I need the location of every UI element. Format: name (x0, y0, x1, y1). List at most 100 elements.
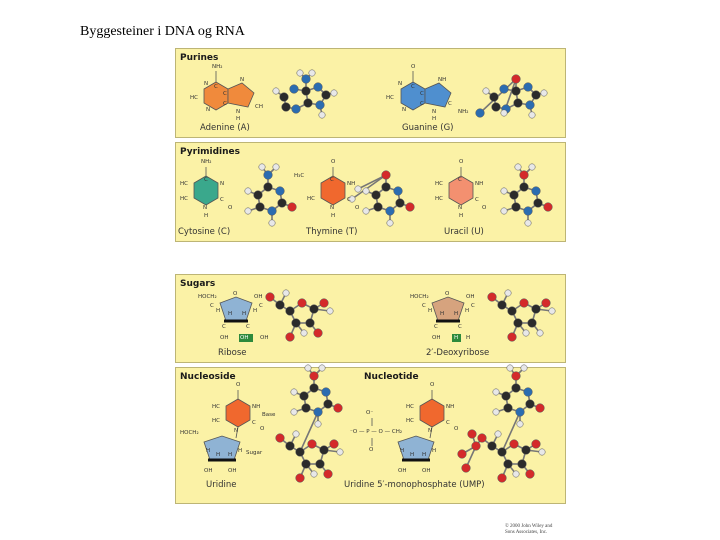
thymine-atom-4: N (330, 205, 335, 211)
atom-ball (336, 448, 344, 456)
atom-ball (525, 399, 535, 409)
atom-ball (313, 82, 323, 92)
atom-ball (512, 470, 520, 478)
ribose-group: HOCH₂ (198, 294, 217, 300)
uridine-atom-8: H (206, 448, 211, 454)
atom-ball (523, 206, 533, 216)
atom-ball (492, 408, 500, 416)
thymine-label: Thymine (T) (306, 227, 358, 237)
thymine-atom-1: C (330, 177, 334, 183)
ump-atom-15: OH (422, 468, 431, 474)
ribose-ring (219, 296, 253, 322)
guanine-atom-9: NH₂ (458, 109, 469, 115)
uridine-label: Uridine (206, 480, 237, 490)
uracil-atom-7: O (482, 205, 487, 211)
deoxyribose-oh-top: OH (466, 294, 475, 300)
ump-atom-2: O⁻ (366, 410, 374, 416)
atom-ball (467, 429, 477, 439)
atom-ball (503, 459, 513, 469)
atom-ball (297, 298, 307, 308)
atom-ball (295, 473, 305, 483)
atom-ball (303, 98, 313, 108)
ump-atom-10: H (400, 448, 405, 454)
ribose-atom-6: H (228, 311, 233, 317)
ump-atom-5: NH (446, 404, 455, 410)
deoxyribose-atom-3: H (465, 308, 470, 314)
deoxyribose-atom-10: OH (432, 335, 441, 341)
ump-sugar-ring (397, 435, 435, 461)
uridine-base-ring (225, 398, 251, 428)
atom-ball (362, 187, 370, 195)
atom-ball (393, 186, 403, 196)
uridine-atom-11: H (228, 452, 233, 458)
atom-ball (299, 391, 309, 401)
sugars-diagram (219, 289, 556, 342)
adenine-ring-imidazole (227, 82, 255, 108)
adenine-atom-10: H (236, 116, 241, 122)
uracil-top-group: O (459, 159, 464, 165)
uracil-label: Uracil (U) (444, 227, 484, 237)
uridine-sugar-ring (203, 435, 241, 461)
atom-ball (309, 371, 319, 381)
purines-panel: Purines NH₂ N C N HC C C N CH N H Adenin… (175, 48, 566, 138)
adenine-atom-5: C (223, 91, 227, 97)
atom-ball (263, 182, 273, 192)
ump-atom-4: HC (406, 404, 414, 410)
uracil-ball-model (500, 163, 553, 227)
atom-ball (268, 219, 276, 227)
guanine-ball-model (475, 74, 548, 119)
uracil-atom-8: H (459, 213, 464, 219)
uracil-atom-2: NH (475, 181, 484, 187)
atom-ball (289, 84, 299, 94)
adenine-atom-4: HC (190, 95, 198, 101)
atom-ball (301, 459, 311, 469)
thymine-methyl: H₃C (294, 173, 305, 179)
atom-ball (275, 186, 285, 196)
uridine-atom-3: NH (252, 404, 261, 410)
adenine-label: Adenine (A) (200, 123, 250, 133)
atom-ball (507, 306, 517, 316)
ribose-ball-model (265, 289, 334, 342)
adenine-atom-1: N (204, 81, 209, 87)
atom-ball (290, 388, 298, 396)
atom-ball (244, 187, 252, 195)
atom-ball (323, 469, 333, 479)
atom-ball (319, 445, 329, 455)
atom-ball (531, 439, 541, 449)
atom-ball (301, 86, 311, 96)
guanine-atom-11: H (432, 116, 437, 122)
atom-ball (309, 383, 319, 393)
ribose-atom-1: O (233, 291, 238, 297)
ribose-atom-11: OH (240, 335, 249, 341)
atom-ball (500, 207, 508, 215)
nucleotide-heading: Nucleotide (364, 372, 419, 382)
deoxyribose-atom-2: H (428, 308, 433, 314)
atom-ball (535, 403, 545, 413)
atom-ball (509, 190, 519, 200)
atom-ball (285, 441, 295, 451)
ump-base-ring (419, 398, 445, 428)
purines-diagram (203, 69, 548, 119)
ribose-highlight: OH (260, 335, 269, 341)
pyrimidines-heading: Pyrimidines (180, 147, 241, 157)
cytosine-top-group: NH₂ (201, 159, 212, 165)
atom-ball (482, 87, 490, 95)
deoxyribose-atom-4: C (422, 303, 426, 309)
atom-ball (511, 202, 521, 212)
deoxyribose-highlight-box (452, 334, 461, 342)
atom-ball (371, 190, 381, 200)
copyright: © 2000 John Wiley and Sons Associates, I… (505, 524, 575, 536)
uridine-atom-13: OH (228, 468, 237, 474)
cytosine-atom-8: H (204, 213, 209, 219)
atom-ball (487, 441, 497, 451)
atom-ball (491, 102, 501, 112)
atom-ball (492, 388, 500, 396)
atom-ball (301, 74, 311, 84)
atom-ball (500, 187, 508, 195)
deoxyribose-atom-8: C (434, 324, 438, 330)
atom-ball (511, 383, 521, 393)
atom-ball (290, 408, 298, 416)
atom-ball (499, 84, 509, 94)
adenine-top-group: NH₂ (212, 64, 223, 70)
atom-ball (507, 332, 517, 342)
